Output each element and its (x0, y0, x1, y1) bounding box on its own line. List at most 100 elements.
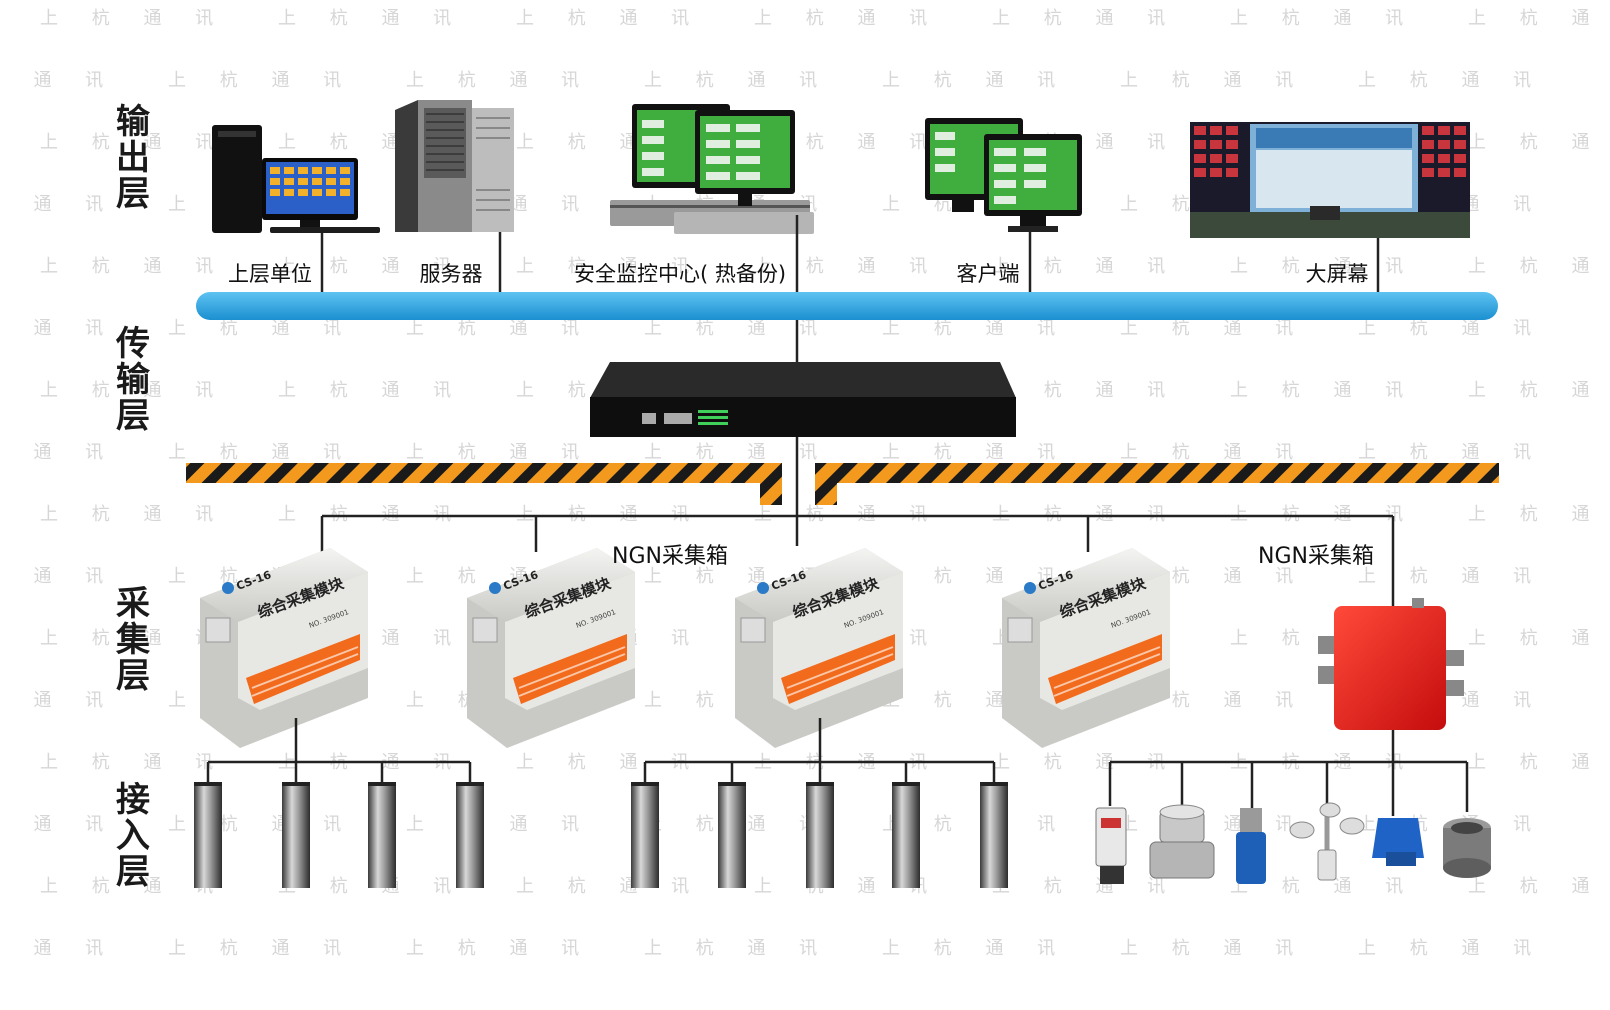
ngn-switch-icon (590, 362, 1016, 437)
round-gas-sensor-icon (1443, 818, 1491, 878)
watermark-text: 上 杭 通 讯 (278, 876, 466, 897)
watermark-text: 上 杭 通 讯 (882, 442, 1070, 463)
watermark-text: 上 杭 通 讯 (0, 814, 118, 835)
watermark-text: 上 杭 通 讯 (406, 814, 594, 835)
watermark-text: 上 杭 通 讯 (1120, 938, 1308, 959)
output-bus-connectors (320, 215, 1380, 293)
watermark-text: 上 杭 通 讯 (882, 938, 1070, 959)
layer-label-access: 接入层 (116, 780, 150, 892)
watermark-text: 上 杭 通 讯 (0, 690, 118, 711)
collection-module-2: CS-16 综合采集模块 NO. 309001 (467, 548, 635, 748)
access-wiring-right (1108, 730, 1469, 818)
watermark-text: 上 杭 通 讯 (882, 70, 1070, 91)
watermark-text: 上 杭 通 讯 (1120, 442, 1308, 463)
cylinder-sensor-icon (980, 782, 1008, 888)
gas-detector-icon (1095, 807, 1127, 884)
watermark-text: 上 杭 通 讯 (516, 504, 704, 525)
network-bus (196, 292, 1498, 320)
monitor-center-workstation-icon (610, 104, 814, 234)
label-ngn-box-left: NGN采集箱 (612, 544, 728, 569)
watermark-text: 上 杭 通 讯 (1230, 504, 1418, 525)
watermark-text: 上 杭 通 讯 (882, 566, 1070, 587)
watermark-text: 上 杭 通 讯 (992, 8, 1180, 29)
layer-label-output: 输出层 (116, 102, 150, 214)
watermark-text: 上 杭 通 讯 (1468, 628, 1610, 649)
watermark-text: 上 杭 通 讯 (40, 380, 228, 401)
watermark-text: 上 杭 通 讯 (644, 70, 832, 91)
watermark-text: 上 杭 通 讯 (754, 876, 942, 897)
watermark-text: 上 杭 通 讯 (516, 8, 704, 29)
collection-bus-lines (320, 514, 1395, 606)
watermark-text: 上 杭 通 讯 (168, 442, 356, 463)
server-icon (395, 100, 514, 232)
watermark-text: 上 杭 通 讯 (1468, 8, 1610, 29)
collection-module-1: CS-16 综合采集模块 NO. 309001 (200, 548, 368, 748)
watermark-text: 上 杭 通 讯 (40, 752, 228, 773)
label-client: 客户端 (956, 262, 1020, 286)
watermark-text: 上 杭 通 讯 (992, 504, 1180, 525)
access-wiring-middle (643, 718, 996, 784)
hazard-barrier (186, 463, 1499, 505)
watermark-text: 上 杭 通 讯 (1468, 380, 1610, 401)
watermark-text: 上 杭 通 讯 (0, 194, 118, 215)
watermark-text: 上 杭 通 讯 (40, 504, 228, 525)
cylinder-sensor-icon (892, 782, 920, 888)
watermark-text: 上 杭 通 讯 (1230, 380, 1418, 401)
watermark-text: 上 杭 通 讯 (644, 318, 832, 339)
watermark-text: 上 杭 通 讯 (168, 70, 356, 91)
watermark-text: 上 杭 通 讯 (882, 814, 1070, 835)
proximity-sensor-icon (1236, 808, 1266, 884)
watermark-text: 上 杭 通 讯 (754, 8, 942, 29)
anemometer-icon (1289, 802, 1365, 881)
watermark-text: 上 杭 通 讯 (278, 8, 466, 29)
watermark-text: 上 杭 通 讯 (644, 938, 832, 959)
access-wiring-left (206, 718, 472, 784)
layer-label-transmission: 传输层 (116, 324, 150, 436)
watermark-text: 上 杭 通 讯 (1230, 8, 1418, 29)
watermark-text: 上 杭 通 讯 (168, 938, 356, 959)
big-screen-videowall-icon (1190, 122, 1470, 238)
watermark-text: 上 杭 通 讯 (406, 70, 594, 91)
watermark-text: 上 杭 通 讯 (40, 8, 228, 29)
watermark-text: 上 杭 通 讯 (644, 566, 832, 587)
watermark-text: 上 杭 通 讯 (1358, 442, 1546, 463)
collection-module-4: CS-16 综合采集模块 NO. 309001 (1002, 548, 1170, 748)
watermark-text: 上 杭 通 讯 (1468, 504, 1610, 525)
watermark-text: 上 杭 通 讯 (882, 318, 1070, 339)
watermark-text: 上 杭 通 讯 (1358, 70, 1546, 91)
watermark-text: 上 杭 通 讯 (1468, 876, 1610, 897)
watermark-text: 上 杭 通 讯 (1358, 566, 1546, 587)
watermark-text: 上 杭 通 讯 (1120, 70, 1308, 91)
watermark-text: 上 杭 通 讯 (0, 566, 118, 587)
watermark-text: 上 杭 通 讯 (40, 628, 228, 649)
layer-label-collection: 采集层 (116, 584, 150, 696)
client-monitors-icon (925, 118, 1082, 232)
watermark-text: 上 杭 通 讯 (278, 380, 466, 401)
ngn-junction-box-icon (1318, 598, 1464, 730)
watermark-text: 上 杭 通 讯 (1468, 752, 1610, 773)
watermark-text: 上 杭 通 讯 (0, 318, 118, 339)
watermark-text: 上 杭 通 讯 (1468, 132, 1610, 153)
watermark-text: 上 杭 通 讯 (1230, 256, 1418, 277)
upper-unit-computer-icon (212, 125, 380, 233)
watermark-text: 上 杭 通 讯 (406, 938, 594, 959)
watermark-text: 上 杭 通 讯 (992, 256, 1180, 277)
watermark-text: 上 杭 通 讯 (168, 318, 356, 339)
watermark-text: 上 杭 通 讯 (40, 876, 228, 897)
label-upper-unit: 上层单位 (228, 262, 312, 286)
label-ngn-box-right: NGN采集箱 (1258, 544, 1374, 569)
cylinder-sensor-icon (631, 782, 659, 888)
watermark-text: 上 杭 通 讯 (1120, 318, 1308, 339)
cylinder-sensor-icon (806, 782, 834, 888)
watermark-text: 上 杭 通 讯 (516, 256, 704, 277)
watermark-text: 上 杭 通 讯 (406, 318, 594, 339)
watermark-text: 上 杭 通 讯 (754, 132, 942, 153)
cylinder-sensor-icon (718, 782, 746, 888)
watermark-text: 上 杭 通 讯 (0, 442, 118, 463)
watermark-text: 上 杭 通 讯 (0, 938, 118, 959)
label-monitor-center: 安全监控中心( 热备份) (573, 262, 787, 286)
watermark-text: 上 杭 通 讯 (406, 442, 594, 463)
cylinder-sensor-icon (194, 782, 222, 888)
watermark-text: 上 杭 通 讯 (1230, 876, 1418, 897)
